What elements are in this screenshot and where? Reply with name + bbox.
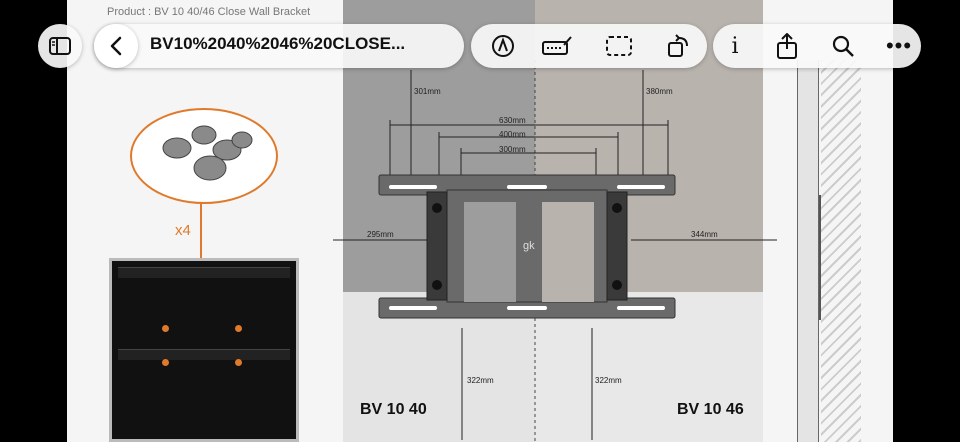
- back-chevron-icon: [110, 36, 122, 56]
- tv-back-panel: [109, 258, 299, 442]
- search-button[interactable]: [821, 24, 865, 68]
- sidebar-toggle-button[interactable]: [38, 24, 82, 68]
- more-icon: •••: [885, 33, 913, 58]
- share-icon: [777, 33, 797, 59]
- dim-side-left: 295mm: [367, 230, 394, 239]
- wall-hatching: [821, 60, 861, 442]
- document-header-text: Product : BV 10 40/46 Close Wall Bracket: [107, 6, 311, 18]
- text-field-button[interactable]: [535, 24, 579, 68]
- model-label-right: BV 10 46: [677, 401, 744, 418]
- dim-400: 400mm: [499, 130, 526, 139]
- selection-icon: [606, 36, 632, 56]
- document-title[interactable]: BV10%2040%2046%20CLOSE...: [150, 34, 406, 53]
- pen-markup-icon: [492, 35, 514, 57]
- bracket-drawing: [333, 60, 827, 442]
- dim-side-right: 344mm: [691, 230, 718, 239]
- actions-toolbar: i •••: [713, 24, 921, 68]
- more-button[interactable]: •••: [877, 24, 921, 68]
- dim-top-left: 301mm: [414, 87, 441, 96]
- dim-630: 630mm: [499, 116, 526, 125]
- model-label-left: BV 10 40: [360, 401, 427, 418]
- text-field-icon: [542, 36, 572, 55]
- info-icon: i: [731, 33, 739, 59]
- dim-top-right: 380mm: [646, 87, 673, 96]
- hardware-spacers-image: [130, 108, 278, 204]
- dim-bottom-left: 322mm: [467, 376, 494, 385]
- rotate-button[interactable]: [657, 24, 701, 68]
- title-toolbar: [94, 24, 464, 68]
- search-icon: [832, 35, 854, 57]
- markup-toolbar: [471, 24, 707, 68]
- quantity-label: x4: [175, 222, 191, 239]
- markup-button[interactable]: [481, 24, 525, 68]
- info-button[interactable]: i: [713, 24, 757, 68]
- selection-button[interactable]: [597, 24, 641, 68]
- back-button[interactable]: [94, 24, 138, 68]
- share-button[interactable]: [765, 24, 809, 68]
- sidebar-icon: [49, 37, 71, 55]
- dim-300: 300mm: [499, 145, 526, 154]
- wall-side-view: [797, 60, 819, 442]
- pdf-document-page: Product : BV 10 40/46 Close Wall Bracket: [67, 0, 893, 442]
- brand-mark: gk: [523, 240, 535, 252]
- rotate-icon: [668, 34, 688, 57]
- dim-bottom-right: 322mm: [595, 376, 622, 385]
